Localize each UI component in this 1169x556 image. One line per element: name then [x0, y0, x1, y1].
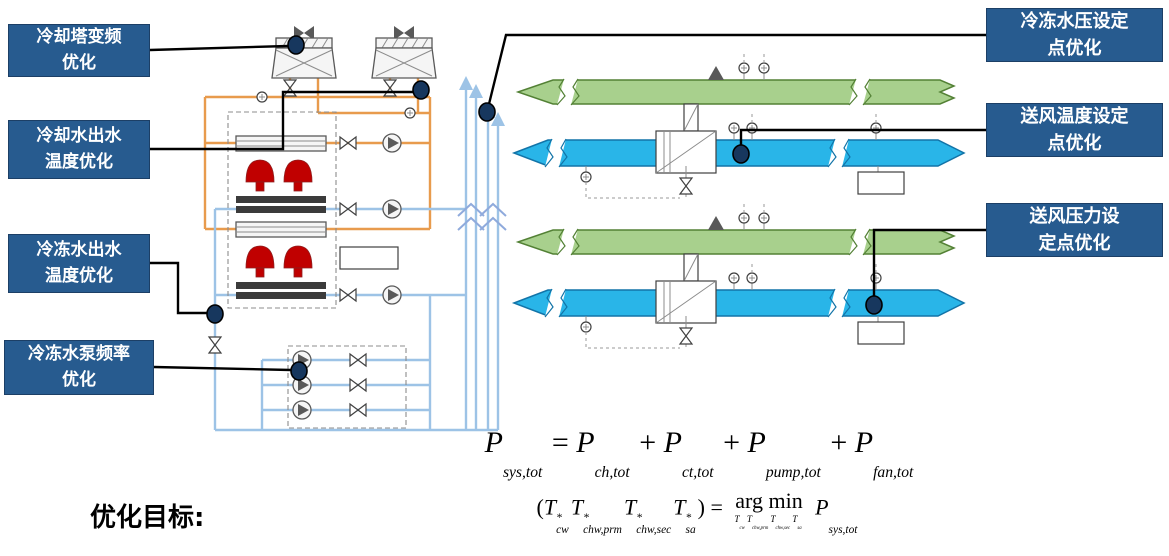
label-cooling-tower-vfd-optimization: 冷却塔变频 优化 [8, 24, 150, 77]
callout-dot [412, 80, 430, 100]
valve-icon [339, 136, 357, 150]
label-line: 优化 [62, 369, 96, 390]
label-supply-air-temp-setpoint-optimization: 送风温度设定 点优化 [986, 103, 1163, 157]
objective-label: 优化目标: [90, 503, 205, 533]
label-line: 冷冻水出水 [36, 240, 122, 260]
secondary-pump-group-box [287, 345, 407, 429]
label-line: 温度优化 [45, 265, 113, 286]
cooling-tower-icon [371, 25, 437, 79]
cooling-tower-icon [271, 25, 337, 79]
callout-dot [290, 361, 308, 381]
pump-icon [292, 400, 312, 420]
callout-dot [865, 295, 883, 315]
sensor-icon [580, 171, 592, 183]
callout-dot [206, 304, 224, 324]
valve-icon [349, 403, 367, 417]
chiller-icon [235, 135, 327, 214]
label-chilled-water-pressure-setpoint-optimization: 冷冻水压设定 点优化 [986, 8, 1163, 62]
ahu-duct-system [511, 52, 966, 200]
sensor-icon [758, 62, 770, 74]
label-line: 送风温度设定 [1020, 106, 1129, 127]
tank-icon [339, 246, 399, 270]
valve-icon [339, 202, 357, 216]
label-line: 冷却水出水 [36, 126, 122, 146]
pump-icon [382, 199, 402, 219]
sensor-icon [870, 122, 882, 134]
label-chilled-water-pump-frequency-optimization: 冷冻水泵频率 优化 [4, 340, 154, 395]
valve-icon [349, 353, 367, 367]
valve-icon [208, 336, 222, 354]
ahu-duct-system-2 [514, 202, 964, 350]
total-power-formula: P​sys,tot = P​ch,tot + P​ct,tot + P​pump… [484, 426, 914, 481]
callout-lines [149, 33, 986, 372]
chiller-icon [235, 221, 327, 300]
fan-icon [708, 66, 724, 80]
label-line: 优化 [62, 52, 96, 73]
valve-icon [349, 378, 367, 392]
sensor-icon [404, 107, 416, 119]
sensor-icon [738, 62, 750, 74]
label-line: 送风压力设 [1029, 206, 1120, 227]
label-line: 定点优化 [1038, 233, 1111, 254]
label-line: 温度优化 [45, 151, 113, 172]
callout-dots [206, 35, 883, 381]
valve-icon [339, 288, 357, 302]
label-line: 冷却塔变频 [36, 27, 122, 47]
label-chilled-water-outlet-temp-optimization: 冷冻水出水 温度优化 [8, 234, 150, 293]
label-line: 点优化 [1047, 133, 1102, 154]
pump-icon [382, 133, 402, 153]
callout-dot [732, 144, 750, 164]
label-line: 冷冻水泵频率 [28, 344, 130, 364]
sensor-icon [256, 91, 268, 103]
valve-icon [679, 177, 693, 195]
sensor-icon [728, 122, 740, 134]
sensor-icon [746, 122, 758, 134]
valve-icon [283, 79, 297, 97]
label-line: 点优化 [1047, 38, 1102, 59]
vav-box-icon [857, 171, 905, 195]
return-air-duct [515, 79, 956, 105]
pump-icon [382, 285, 402, 305]
callout-dot [287, 35, 305, 55]
label-supply-air-pressure-setpoint-optimization: 送风压力设 定点优化 [986, 203, 1163, 257]
valve-icon [383, 79, 397, 97]
riser-arrow-icon [457, 76, 507, 231]
label-line: 冷冻水压设定 [1020, 11, 1129, 32]
callout-dot [478, 102, 496, 122]
label-cooling-water-outlet-temp-optimization: 冷却水出水 温度优化 [8, 120, 150, 179]
